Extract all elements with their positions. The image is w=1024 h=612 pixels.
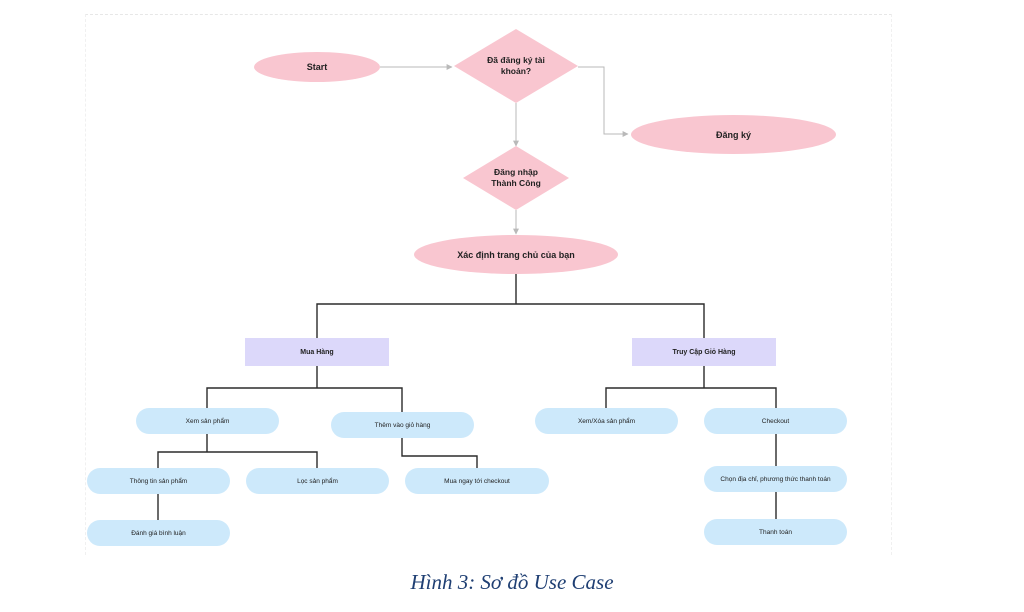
start-label: Start [306, 62, 328, 72]
view-products-node: Xem sản phẩm [136, 408, 279, 434]
login-diamond-shape [463, 146, 569, 210]
diagram-canvas [85, 14, 892, 555]
payment-node: Thanh toán [704, 519, 847, 545]
review-comment-label: Đánh giá bình luận [131, 529, 186, 537]
product-info-label: Thông tin sản phẩm [129, 477, 188, 485]
filter-products-label: Lọc sản phẩm [297, 477, 338, 485]
view-delete-products-node: Xem/Xóa sản phẩm [535, 408, 678, 434]
figure-caption: Hình 3: Sơ đồ Use Case [410, 570, 614, 594]
review-comment-node: Đánh giá bình luận [87, 520, 230, 546]
register-label: Đăng ký [715, 129, 751, 140]
shop-label: Mua Hàng [300, 348, 334, 356]
shop-node: Mua Hàng [245, 338, 389, 366]
decision-account-node: Đã đăng ký tài khoản? [454, 29, 578, 103]
filter-products-node: Lọc sản phẩm [246, 468, 389, 494]
login-success-label: Đăng nhập Thành Công [491, 167, 541, 188]
choose-address-payment-label: Chọn địa chỉ, phương thức thanh toán [720, 475, 831, 483]
cart-access-label: Truy Cập Giỏ Hàng [672, 348, 736, 356]
start-node: Start [254, 52, 380, 82]
add-to-cart-node: Thêm vào giỏ hàng [331, 412, 474, 438]
connector-home-to-branches [316, 274, 705, 338]
add-to-cart-label: Thêm vào giỏ hàng [374, 421, 431, 429]
register-node: Đăng ký [631, 115, 836, 154]
connector-view-to-children [157, 434, 318, 468]
cart-access-node: Truy Cập Giỏ Hàng [632, 338, 776, 366]
decision-account-label: Đã đăng ký tài khoản? [487, 55, 545, 76]
decision-diamond-shape [454, 29, 578, 103]
choose-address-payment-node: Chọn địa chỉ, phương thức thanh toán [704, 466, 847, 492]
home-node: Xác định trang chủ của bạn [414, 235, 618, 274]
view-delete-products-label: Xem/Xóa sản phẩm [577, 417, 636, 425]
checkout-label: Checkout [761, 417, 790, 425]
arrow-decision-to-register [578, 66, 629, 137]
buy-now-checkout-label: Mua ngay tới checkout [444, 477, 510, 485]
login-success-node: Đăng nhập Thành Công [463, 146, 569, 210]
payment-label: Thanh toán [759, 528, 792, 536]
connector-shop-to-children [206, 366, 403, 412]
connector-add-to-buy [401, 438, 478, 468]
checkout-node: Checkout [704, 408, 847, 434]
buy-now-checkout-node: Mua ngay tới checkout [405, 468, 549, 494]
home-label: Xác định trang chủ của bạn [457, 249, 575, 260]
product-info-node: Thông tin sản phẩm [87, 468, 230, 494]
connector-cart-to-children [605, 366, 777, 408]
view-products-label: Xem sản phẩm [185, 417, 230, 425]
